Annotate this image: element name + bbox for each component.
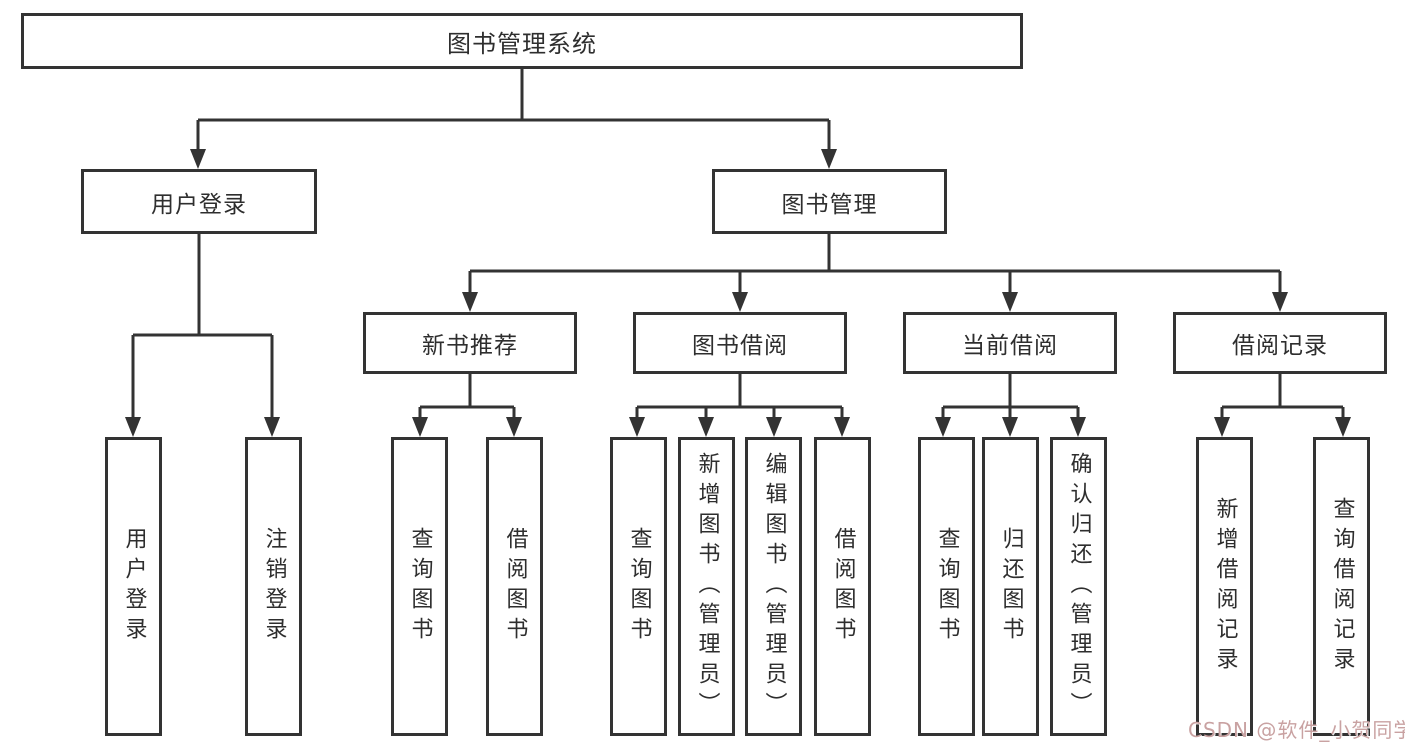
leaf-user-login: 用户登录 [105,437,162,736]
node-book-management: 图书管理 [712,169,947,234]
node-borrow-records: 借阅记录 [1173,312,1387,374]
leaf-current-return-books: 归还图书 [982,437,1039,736]
leaf-borrow-add-books-admin: 新增图书（管理员） [678,437,735,736]
node-new-book-recommend: 新书推荐 [363,312,577,374]
leaf-borrow-edit-books-admin: 编辑图书（管理员） [745,437,802,736]
leaf-recommend-query-books: 查询图书 [391,437,448,736]
leaf-logout: 注销登录 [245,437,302,736]
leaf-borrow-query-books: 查询图书 [610,437,667,736]
leaf-records-query-record: 查询借阅记录 [1313,437,1370,736]
leaf-records-add-record: 新增借阅记录 [1196,437,1253,736]
node-book-borrow: 图书借阅 [633,312,847,374]
leaf-current-confirm-return-admin: 确认归还（管理员） [1050,437,1107,736]
node-user-login: 用户登录 [81,169,317,234]
node-root: 图书管理系统 [21,13,1023,69]
leaf-current-query-books: 查询图书 [918,437,975,736]
csdn-watermark: CSDN @软件_小贺同学 [1188,718,1405,742]
leaf-borrow-borrow-books: 借阅图书 [814,437,871,736]
leaf-recommend-borrow-books: 借阅图书 [486,437,543,736]
node-current-borrow: 当前借阅 [903,312,1117,374]
